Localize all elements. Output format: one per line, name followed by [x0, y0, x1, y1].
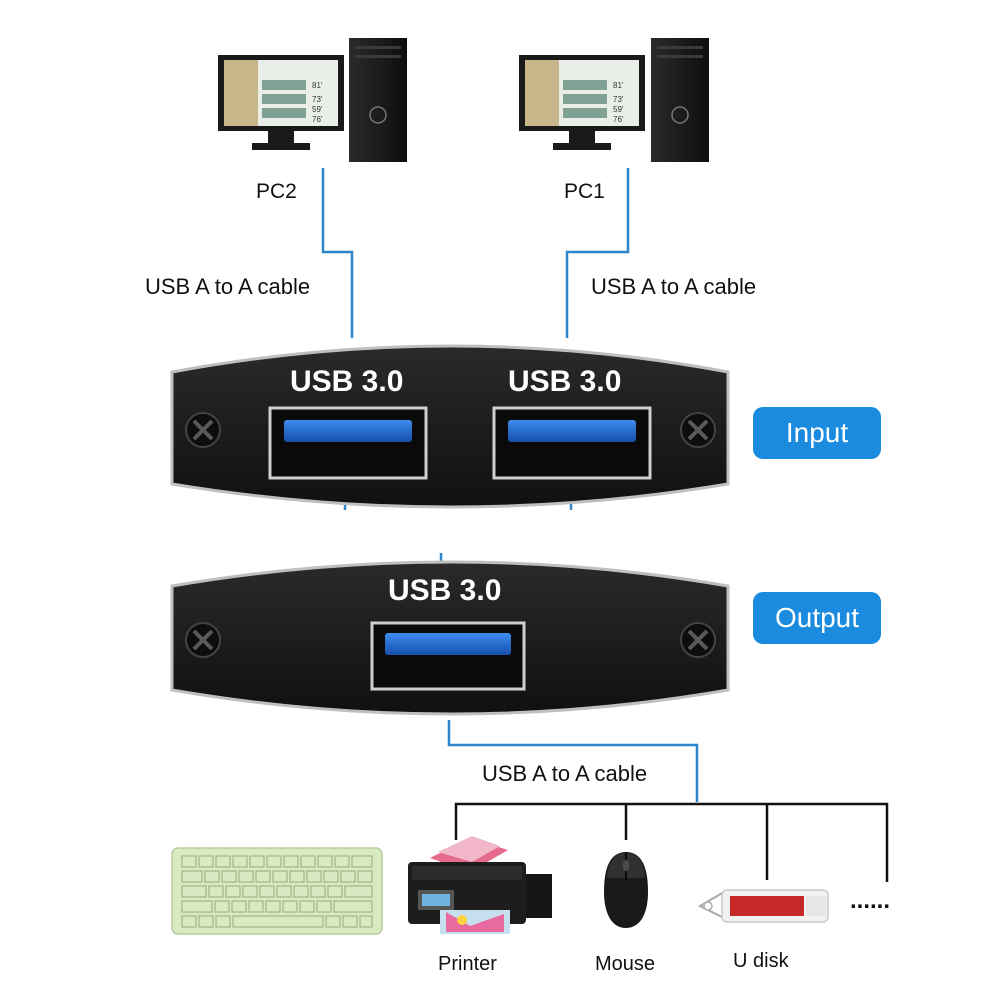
- output-cable-label: USB A to A cable: [482, 761, 648, 786]
- pc2-readout-1: 81': [312, 81, 323, 90]
- screw-icon: [680, 412, 716, 448]
- printer-label: Printer: [438, 953, 497, 975]
- pc1-readout-3: 59': [613, 105, 624, 114]
- usb-drive-icon: [697, 889, 829, 923]
- pc2-label: PC2: [256, 180, 297, 203]
- screw-icon: [185, 412, 221, 448]
- input-switch-panel: [170, 344, 730, 509]
- pc2-cable-label: USB A to A cable: [145, 274, 311, 299]
- pc2-screen-readouts: 81' 73' 59' 76': [312, 81, 323, 124]
- mouse-label: Mouse: [595, 953, 656, 975]
- pc1-wire: [565, 168, 630, 338]
- pc1-readout-2: 73': [613, 95, 624, 104]
- output-switch-panel: [170, 560, 730, 716]
- pc1-cable-label: USB A to A cable: [591, 274, 757, 299]
- usb-port-left: [268, 406, 428, 480]
- usb-port-output: [370, 621, 526, 691]
- input-port-left-label: USB 3.0: [290, 365, 404, 398]
- pc1-readout-1: 81': [613, 81, 624, 90]
- screw-icon: [185, 622, 221, 658]
- tower-icon: [349, 38, 407, 162]
- pc2-readout-4: 76': [312, 115, 323, 124]
- keyboard-icon: [171, 847, 383, 935]
- pc2-readout-2: 73': [312, 95, 323, 104]
- screw-icon: [680, 622, 716, 658]
- device-bus: [454, 802, 889, 882]
- pc2-computer: [218, 38, 407, 162]
- pc2-readout-3: 59': [312, 105, 323, 114]
- tower-icon: [651, 38, 709, 162]
- input-port-right-label: USB 3.0: [508, 365, 622, 398]
- pc1-screen-readouts: 81' 73' 59' 76': [613, 81, 624, 124]
- pc1-readout-4: 76': [613, 115, 624, 124]
- output-wire: [447, 720, 699, 802]
- input-tag: Input: [753, 407, 881, 459]
- pc1-computer: [519, 38, 709, 162]
- output-tag: Output: [753, 592, 881, 644]
- output-port-label: USB 3.0: [388, 574, 502, 607]
- usb-port-right: [492, 406, 652, 480]
- mouse-icon: [604, 852, 648, 928]
- pc2-wire: [321, 168, 354, 338]
- more-devices-ellipsis: ......: [850, 887, 890, 914]
- udisk-label: U disk: [733, 950, 789, 972]
- pc1-label: PC1: [564, 180, 605, 203]
- printer-icon: [408, 836, 552, 934]
